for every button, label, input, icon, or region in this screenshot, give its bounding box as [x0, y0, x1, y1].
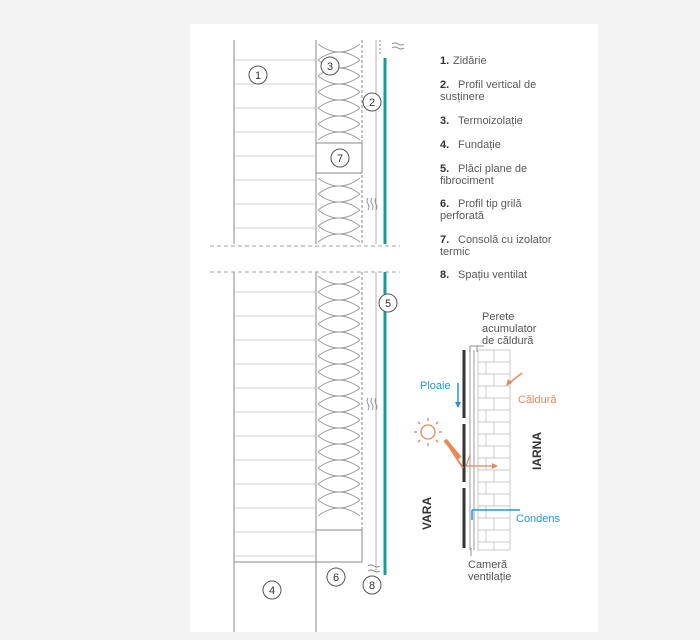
chamber-label-line-1: Cameră — [468, 559, 508, 571]
legend: 1. Zidărie 2. Profil vertical de susține… — [440, 55, 552, 281]
marker-6 — [326, 567, 346, 587]
legend-item-4: 4. Fundație — [440, 139, 501, 151]
legend-item-5: 5. Plăci plane de fibrociment — [440, 163, 527, 187]
insulation-loop — [317, 419, 361, 437]
detail-layers — [469, 350, 475, 550]
insulation-loop — [317, 193, 361, 211]
legend-item-3: 3. Termoizolație — [440, 115, 523, 127]
marker-8 — [362, 575, 382, 595]
svg-text:Profil vertical de: Profil vertical de — [458, 79, 536, 91]
marker-7 — [330, 148, 350, 168]
wall-section — [233, 40, 381, 632]
heat-label: Căldură — [518, 394, 557, 406]
wall-label-line-3: de căldură — [482, 335, 534, 347]
insulation-loop — [317, 91, 361, 109]
marker-3 — [320, 56, 340, 76]
svg-text:8.: 8. — [440, 269, 449, 281]
insulation-hatch — [317, 43, 361, 517]
svg-text:6.: 6. — [440, 198, 449, 210]
legend-item-7: 7. Consolă cu izolator termic — [440, 234, 552, 258]
svg-text:5.: 5. — [440, 163, 449, 175]
condens-label: Condens — [516, 513, 561, 525]
marker-5-label: 5 — [385, 298, 391, 310]
section-markers — [248, 56, 398, 600]
sun-rays — [443, 438, 498, 469]
marker-4 — [262, 580, 282, 600]
marker-1 — [248, 65, 268, 85]
rain-label: Ploaie — [420, 380, 451, 392]
insulation-loop — [317, 323, 361, 341]
insulation-loop — [317, 467, 361, 485]
insulation-loop — [317, 43, 361, 61]
heat-arrow — [506, 372, 523, 386]
legend-item-8: 8. Spațiu ventilat — [440, 269, 527, 281]
insulation-loop — [317, 499, 361, 517]
svg-text:4.: 4. — [440, 139, 449, 151]
svg-text:susținere: susținere — [440, 91, 485, 103]
air-flow-marks — [366, 42, 405, 573]
section-marker-labels: 1 2 3 4 5 6 7 8 — [255, 61, 391, 597]
insulation-loop — [317, 307, 361, 325]
insulation-loop — [317, 75, 361, 93]
winter-label: IARNA — [530, 432, 544, 470]
svg-text:2.: 2. — [440, 79, 449, 91]
legend-item-6: 6. Profil tip grilă perforată — [440, 198, 522, 222]
svg-text:1.: 1. — [440, 55, 449, 67]
break-lines — [210, 245, 400, 273]
insulation-loop — [317, 483, 361, 501]
insulation-loop — [317, 225, 361, 243]
insulation-loop — [317, 355, 361, 373]
insulation-loop — [317, 291, 361, 309]
marker-4-label: 4 — [269, 585, 275, 597]
marker-8-label: 8 — [369, 580, 375, 592]
ventilation-detail: Perete acumulator de căldură Ploaie Căld… — [414, 311, 561, 583]
marker-5 — [378, 293, 398, 313]
brick-wall — [477, 349, 511, 551]
svg-text:Spațiu ventilat: Spațiu ventilat — [458, 269, 527, 281]
condens-arrow — [471, 509, 520, 520]
svg-text:Plăci plane de: Plăci plane de — [458, 163, 527, 175]
svg-text:Termoizolație: Termoizolație — [458, 115, 523, 127]
chamber-label-line-2: ventilație — [468, 571, 511, 583]
insulation-loop — [317, 451, 361, 469]
svg-text:3.: 3. — [440, 115, 449, 127]
svg-text:Consolă cu izolator: Consolă cu izolator — [458, 234, 552, 246]
insulation-loop — [317, 435, 361, 453]
insulation-loop — [317, 371, 361, 389]
marker-2-label: 2 — [369, 97, 375, 109]
marker-1-label: 1 — [255, 70, 261, 82]
marker-2 — [362, 92, 382, 112]
masonry-joints — [235, 59, 315, 557]
marker-7-label: 7 — [337, 153, 343, 165]
svg-text:Fundație: Fundație — [458, 139, 501, 151]
svg-text:Profil tip grilă: Profil tip grilă — [458, 198, 522, 210]
diagram-card — [190, 24, 598, 632]
summer-label: VARA — [420, 497, 434, 530]
insulation-loop — [317, 275, 361, 293]
rain-arrow — [455, 383, 461, 408]
insulation-loop — [317, 123, 361, 141]
svg-text:termic: termic — [440, 246, 470, 258]
wall-label-line-1: Perete — [482, 311, 514, 323]
legend-item-1: 1. Zidărie — [440, 55, 487, 67]
svg-text:7.: 7. — [440, 234, 449, 246]
svg-text:Zidărie: Zidărie — [453, 55, 487, 67]
insulation-loop — [317, 209, 361, 227]
svg-text:fibrociment: fibrociment — [440, 175, 494, 187]
marker-3-label: 3 — [327, 61, 333, 73]
insulation-loop — [317, 403, 361, 421]
marker-6-label: 6 — [333, 572, 339, 584]
insulation-loop — [317, 387, 361, 405]
insulation-loop — [317, 339, 361, 357]
svg-text:perforată: perforată — [440, 210, 485, 222]
insulation-loop — [317, 107, 361, 125]
detail-leaders — [469, 345, 484, 556]
insulation-loop — [317, 177, 361, 195]
legend-item-2: 2. Profil vertical de susținere — [440, 79, 536, 103]
sun-icon — [414, 418, 442, 446]
wall-label-line-2: acumulator — [482, 323, 537, 335]
